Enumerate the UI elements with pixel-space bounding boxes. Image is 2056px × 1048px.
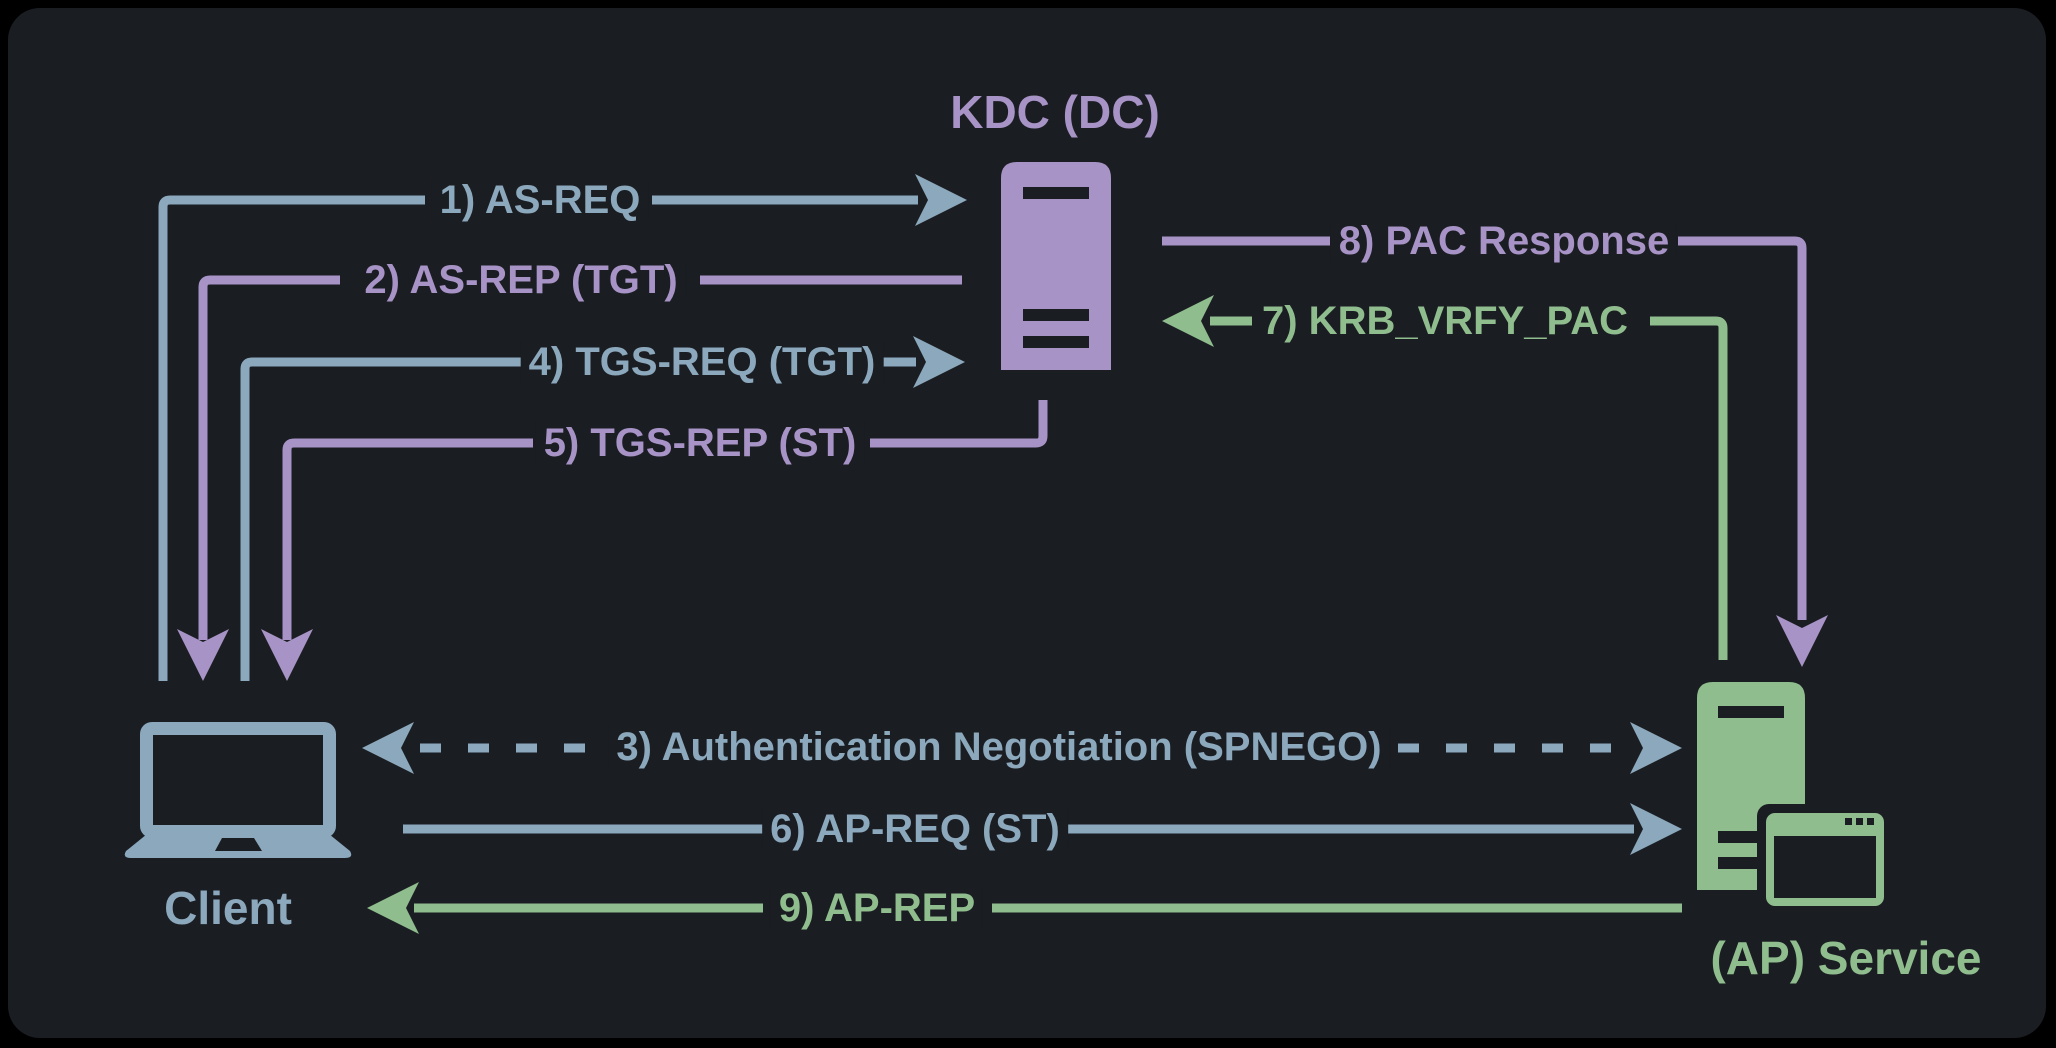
message-label-8-pac-response: 8) PAC Response bbox=[1330, 219, 1678, 263]
service-server-slot-top bbox=[1718, 706, 1784, 718]
flow-4-tgs-req bbox=[240, 336, 965, 681]
service-node-label: (AP) Service bbox=[1710, 932, 1982, 984]
laptop-screen bbox=[153, 735, 323, 825]
flow-2-arrowhead-down bbox=[177, 629, 229, 681]
message-label-4-tgs-req: 4) TGS-REQ (TGT) bbox=[520, 340, 884, 384]
kdc-server-icon bbox=[1001, 162, 1111, 370]
flow-3-arrowhead-right bbox=[1630, 722, 1682, 774]
laptop-base-notch bbox=[215, 838, 262, 851]
client-node-label: Client bbox=[164, 882, 292, 934]
flow-9-ap-rep bbox=[367, 882, 1682, 934]
flow-1-arrowhead-right bbox=[915, 174, 967, 226]
flow-9-arrowhead-left bbox=[367, 882, 419, 934]
service-window-dot-3 bbox=[1867, 818, 1874, 825]
service-window-icon bbox=[1766, 813, 1884, 906]
kdc-server-slot-top bbox=[1023, 187, 1089, 199]
kdc-node-label: KDC (DC) bbox=[950, 86, 1160, 138]
kdc-server-slot-mid bbox=[1023, 309, 1089, 321]
service-window-dot-1 bbox=[1845, 818, 1852, 825]
flow-3-spnego bbox=[362, 722, 1682, 774]
flow-7-arrowhead-left bbox=[1162, 295, 1214, 347]
flow-5-arrowhead-down bbox=[261, 629, 313, 681]
message-label-2-as-rep: 2) AS-REP (TGT) bbox=[356, 258, 686, 302]
flow-8-line bbox=[1678, 236, 1807, 620]
flow-2-line bbox=[198, 275, 340, 640]
flow-4-arrowhead-right bbox=[913, 336, 965, 388]
flow-5-line-right bbox=[870, 400, 1048, 448]
flow-8-arrowhead-down bbox=[1776, 615, 1828, 667]
flow-5-tgs-rep bbox=[261, 400, 1048, 681]
service-window-dot-2 bbox=[1856, 818, 1863, 825]
service-window-content bbox=[1774, 836, 1876, 898]
client-laptop-icon bbox=[124, 722, 352, 858]
message-label-6-ap-req: 6) AP-REQ (ST) bbox=[762, 807, 1068, 851]
flow-7-krb-vrfy-pac bbox=[1162, 295, 1728, 660]
flow-6-ap-req bbox=[403, 803, 1682, 855]
flow-7-line bbox=[1650, 316, 1728, 660]
flow-3-arrowhead-left bbox=[362, 722, 414, 774]
flow-5-line bbox=[282, 438, 533, 640]
kdc-server-slot-bottom bbox=[1023, 336, 1089, 348]
flow-6-arrowhead-right bbox=[1630, 803, 1682, 855]
message-label-7-krb-vrfy-pac: 7) KRB_VRFY_PAC bbox=[1254, 299, 1636, 343]
flow-2-as-rep bbox=[177, 275, 962, 681]
flow-1-line bbox=[158, 195, 425, 681]
message-label-1-as-req: 1) AS-REQ bbox=[431, 178, 649, 222]
flow-8-pac-response bbox=[1162, 236, 1828, 667]
message-label-5-tgs-rep: 5) TGS-REP (ST) bbox=[535, 421, 865, 465]
flow-1-as-req bbox=[158, 174, 967, 681]
service-server-icon bbox=[1697, 682, 1893, 914]
message-label-3-spnego: 3) Authentication Negotiation (SPNEGO) bbox=[608, 725, 1390, 769]
flow-4-line bbox=[240, 357, 533, 681]
message-label-9-ap-rep: 9) AP-REP bbox=[770, 886, 984, 930]
